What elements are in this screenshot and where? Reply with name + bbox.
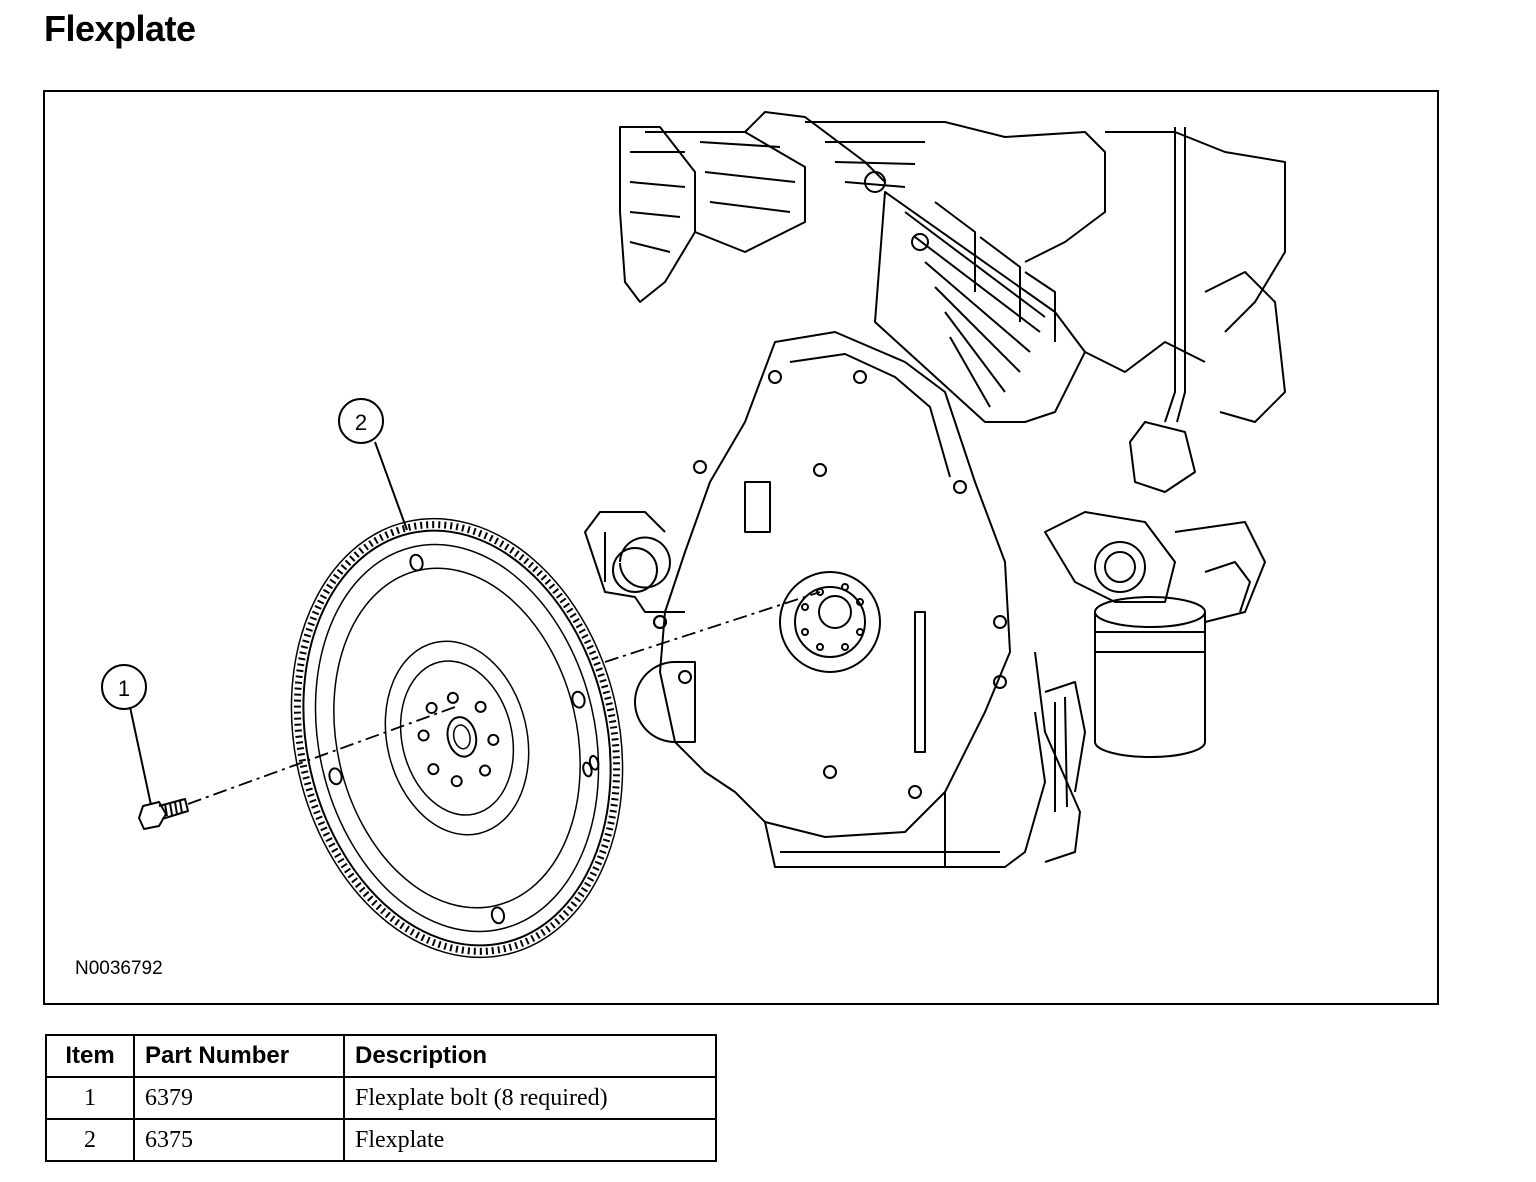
table-row: 1 6379 Flexplate bolt (8 required): [45, 1076, 717, 1120]
table-row: 2 6375 Flexplate: [45, 1118, 717, 1162]
page-title: Flexplate: [44, 8, 196, 49]
callout-1: 1: [118, 676, 130, 701]
figure-id: N0036792: [75, 958, 163, 979]
flexplate-bolt-illustration: [138, 798, 189, 830]
cell-part-number: 6379: [133, 1076, 345, 1120]
flexplate-illustration: [290, 517, 624, 959]
table-header-row: Item Part Number Description: [45, 1034, 717, 1078]
column-header-description: Description: [343, 1034, 717, 1078]
cell-part-number: 6375: [133, 1118, 345, 1162]
cell-description: Flexplate: [343, 1118, 717, 1162]
column-header-part-number: Part Number: [133, 1034, 345, 1078]
column-header-item: Item: [45, 1034, 135, 1078]
figure-frame: 1 2 N0036792: [43, 90, 1439, 1005]
cell-description: Flexplate bolt (8 required): [343, 1076, 717, 1120]
callout-2: 2: [355, 410, 367, 435]
cell-item: 2: [45, 1118, 135, 1162]
cell-item: 1: [45, 1076, 135, 1120]
parts-table: Item Part Number Description 1 6379 Flex…: [45, 1034, 717, 1162]
engine-block-illustration: [584, 111, 1286, 868]
exploded-view-illustration: 1 2: [101, 111, 1286, 959]
